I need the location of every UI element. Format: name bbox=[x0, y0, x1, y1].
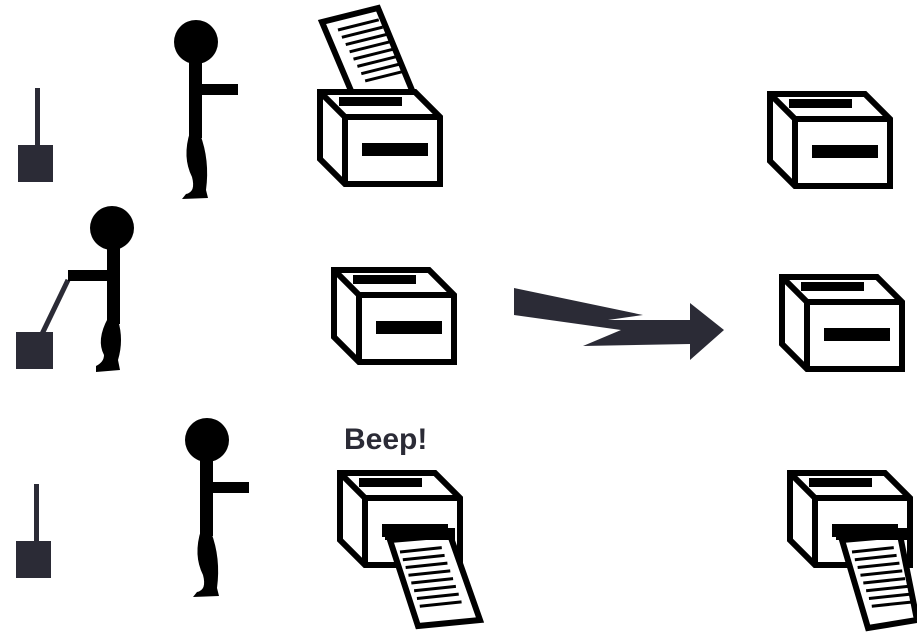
arrow-icon bbox=[514, 288, 724, 360]
printer-icon bbox=[770, 94, 890, 186]
lever-icon bbox=[18, 88, 53, 182]
stick-figure-icon bbox=[68, 206, 134, 372]
paper-sheet-icon bbox=[385, 528, 485, 630]
printer-icon bbox=[334, 270, 454, 362]
lever-icon bbox=[16, 484, 51, 578]
stick-figure-icon bbox=[174, 20, 238, 199]
paper-sheet-icon bbox=[836, 528, 917, 632]
printer-icon bbox=[320, 4, 440, 184]
beep-label: Beep! bbox=[344, 423, 427, 456]
stick-figure-icon bbox=[185, 418, 249, 597]
printer-icon bbox=[782, 277, 902, 369]
printer-icon bbox=[340, 473, 485, 630]
printer-icon bbox=[790, 473, 917, 632]
lever-icon bbox=[16, 278, 71, 369]
